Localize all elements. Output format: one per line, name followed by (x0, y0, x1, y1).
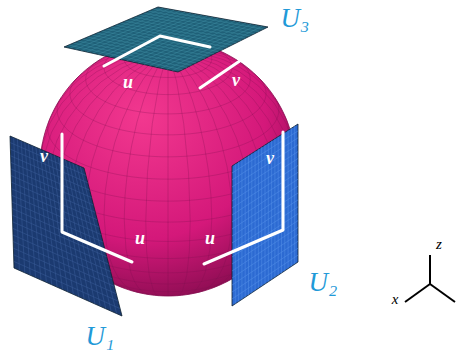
coordinate-label: u (205, 229, 215, 247)
coordinate-label: u (135, 229, 145, 247)
chart-plane (232, 124, 298, 306)
axis-label: z (436, 237, 442, 252)
coordinate-label: v (266, 149, 274, 167)
coordinate-label: u (123, 73, 133, 91)
axis-triad (405, 255, 455, 302)
coordinate-label: v (232, 71, 240, 89)
chart-boundary (204, 132, 283, 264)
chart-boundary (200, 54, 250, 88)
chart-name: U₂ (309, 269, 338, 296)
chart-boundary (104, 36, 210, 66)
axis-label: x (392, 292, 399, 307)
chart-name: U₁ (86, 323, 115, 350)
chart-plane (10, 136, 122, 316)
chart-name: U₃ (281, 5, 310, 32)
coordinate-label: v (40, 147, 48, 165)
chart-boundary (62, 134, 132, 262)
